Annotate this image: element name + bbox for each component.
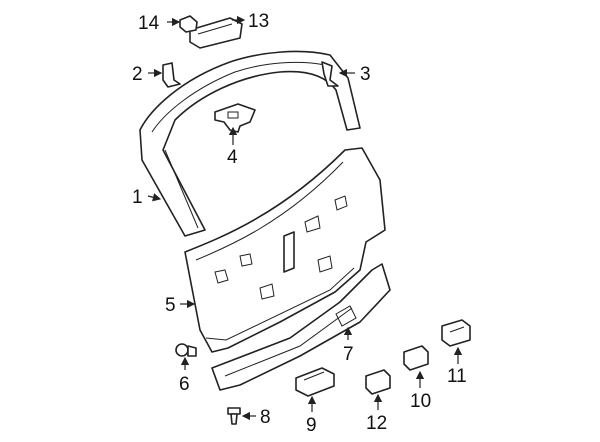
part-8-push-pin xyxy=(227,407,241,425)
callout-8: 8 xyxy=(260,407,271,428)
callout-5: 5 xyxy=(165,295,176,316)
part-14-bulb xyxy=(179,15,198,33)
callout-4: 4 xyxy=(227,147,238,168)
callout-14: 14 xyxy=(138,13,160,34)
callout-labels: 1 2 3 4 5 6 7 8 9 10 11 12 13 14 xyxy=(132,11,467,436)
part-9-switch-bezel xyxy=(295,367,335,397)
callout-7: 7 xyxy=(343,344,354,365)
callout-13: 13 xyxy=(248,11,269,32)
callout-6: 6 xyxy=(179,374,190,395)
part-3-clip xyxy=(321,61,339,87)
callout-11: 11 xyxy=(447,366,467,387)
callout-2: 2 xyxy=(132,64,143,85)
part-5-liftgate-panel xyxy=(184,147,386,353)
callout-1: 1 xyxy=(132,187,143,208)
part-11-switch xyxy=(441,319,471,347)
part-6-fastener xyxy=(175,343,197,357)
leader-lines xyxy=(147,15,463,421)
callout-3: 3 xyxy=(360,64,371,85)
part-7-trim-panel xyxy=(211,263,391,391)
callout-12: 12 xyxy=(366,413,387,434)
part-13-lamp-housing xyxy=(189,17,243,49)
part-2-bracket xyxy=(162,62,181,88)
part-12-switch xyxy=(365,369,391,395)
part-1-weatherstrip xyxy=(139,50,361,237)
callout-9: 9 xyxy=(306,415,317,436)
callout-10: 10 xyxy=(410,391,431,412)
part-10-switch xyxy=(403,345,429,371)
part-4-latch-bracket xyxy=(214,103,256,133)
